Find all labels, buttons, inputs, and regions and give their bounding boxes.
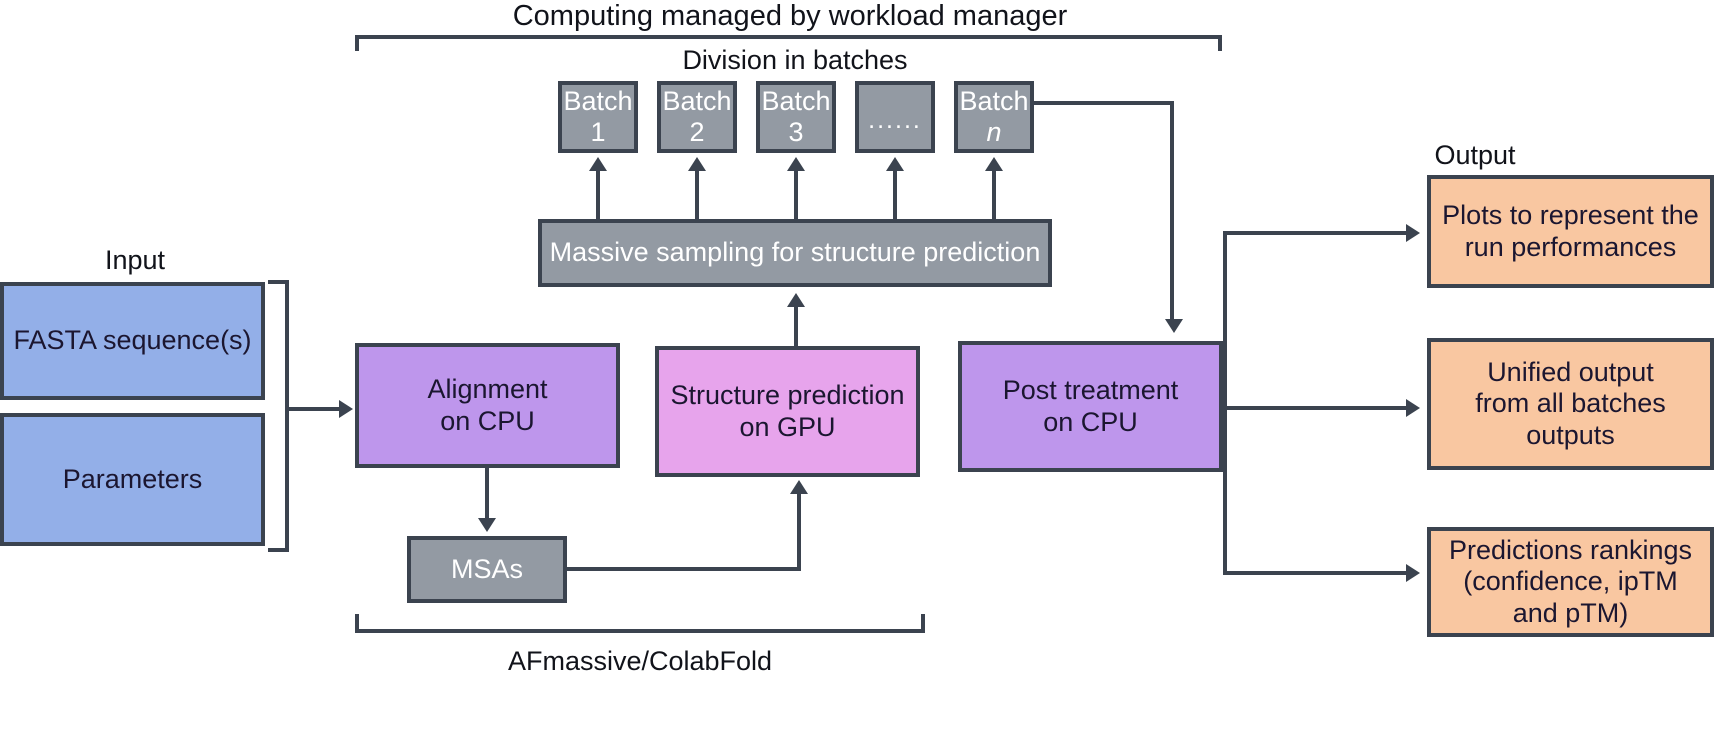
framework-label: AFmassive/ColabFold [507, 646, 773, 676]
batch-box-1-index: 1 [590, 117, 606, 147]
structure-prediction-to-sampling-line [794, 306, 798, 348]
sampling-to-batch-2-arrowhead [688, 157, 706, 171]
alignment-on-cpu-box[interactable]: Alignment on CPU [355, 343, 620, 468]
sampling-to-batch-3-arrowhead [787, 157, 805, 171]
batch-box-3-index: 3 [788, 117, 804, 147]
sampling-to-batch-3-line [794, 170, 798, 220]
workload-bracket-top [355, 35, 1222, 39]
batch-box-ellipsis-index: ...... [868, 106, 922, 135]
post-to-plots-arrowhead [1406, 224, 1420, 242]
output-unified-box[interactable]: Unified output from all batches outputs [1427, 338, 1714, 470]
input-bracket-bottom-cap [268, 548, 289, 552]
batch-box-2[interactable]: Batch 2 [657, 81, 737, 153]
post-to-rankings-line [1223, 571, 1408, 575]
output-rankings-box[interactable]: Predictions rankings (confidence, ipTM a… [1427, 527, 1714, 637]
alignment-to-msas-arrowhead [478, 518, 496, 532]
framework-bracket [355, 629, 925, 633]
batch-box-ellipsis[interactable]: ...... [855, 81, 935, 153]
batch-box-n-name: Batch [959, 85, 1029, 116]
workload-bracket-left-cap [355, 35, 359, 51]
batch-box-2-name: Batch [662, 85, 732, 116]
output-plots-box[interactable]: Plots to represent the run performances [1427, 175, 1714, 288]
batch-n-to-post-line-h [1034, 101, 1174, 105]
batch-box-3[interactable]: Batch 3 [756, 81, 836, 153]
input-to-alignment-arrowhead [339, 400, 353, 418]
msas-to-structure-arrowhead [790, 480, 808, 494]
msas-to-structure-line-v [797, 493, 801, 571]
post-to-rankings-arrowhead [1406, 564, 1420, 582]
workload-bracket-right-cap [1218, 35, 1222, 51]
sampling-to-batch-n-arrowhead [985, 157, 1003, 171]
batch-box-n[interactable]: Batch n [954, 81, 1034, 153]
input-bracket [285, 280, 289, 552]
structure-prediction-to-sampling-arrowhead [787, 293, 805, 307]
input-label: Input [104, 245, 166, 275]
input-to-alignment-line [289, 407, 341, 411]
framework-bracket-right-cap [921, 614, 925, 633]
sampling-to-batch-1-arrowhead [589, 157, 607, 171]
sampling-to-batch-ellipsis-arrowhead [886, 157, 904, 171]
post-to-unified-arrowhead [1406, 399, 1420, 417]
sampling-to-batch-1-line [596, 170, 600, 220]
batch-box-1-name: Batch [563, 85, 633, 116]
division-in-batches-label: Division in batches [682, 45, 908, 75]
parameters-box[interactable]: Parameters [0, 413, 265, 546]
alignment-to-msas-line [485, 468, 489, 520]
batch-n-to-post-line-v [1170, 101, 1174, 321]
batch-box-3-name: Batch [761, 85, 831, 116]
sampling-to-batch-n-line [992, 170, 996, 220]
structure-prediction-on-gpu-box[interactable]: Structure prediction on GPU [655, 346, 920, 477]
fasta-sequences-box[interactable]: FASTA sequence(s) [0, 282, 265, 400]
post-treatment-on-cpu-box[interactable]: Post treatment on CPU [958, 341, 1223, 472]
batch-n-to-post-arrowhead [1165, 319, 1183, 333]
output-label: Output [1434, 140, 1516, 170]
massive-sampling-box[interactable]: Massive sampling for structure predictio… [538, 219, 1052, 287]
post-to-plots-line [1223, 231, 1408, 235]
workload-manager-title: Computing managed by workload manager [512, 0, 1068, 32]
post-treatment-output-spine [1223, 231, 1227, 574]
msas-to-structure-line-h [567, 567, 801, 571]
framework-bracket-left-cap [355, 614, 359, 633]
sampling-to-batch-2-line [695, 170, 699, 220]
sampling-to-batch-ellipsis-line [893, 170, 897, 220]
msas-box[interactable]: MSAs [407, 536, 567, 603]
batch-box-2-index: 2 [689, 117, 705, 147]
input-bracket-top-cap [268, 280, 289, 284]
batch-box-1[interactable]: Batch 1 [558, 81, 638, 153]
batch-box-n-index: n [986, 117, 1002, 147]
post-to-unified-line [1223, 406, 1408, 410]
